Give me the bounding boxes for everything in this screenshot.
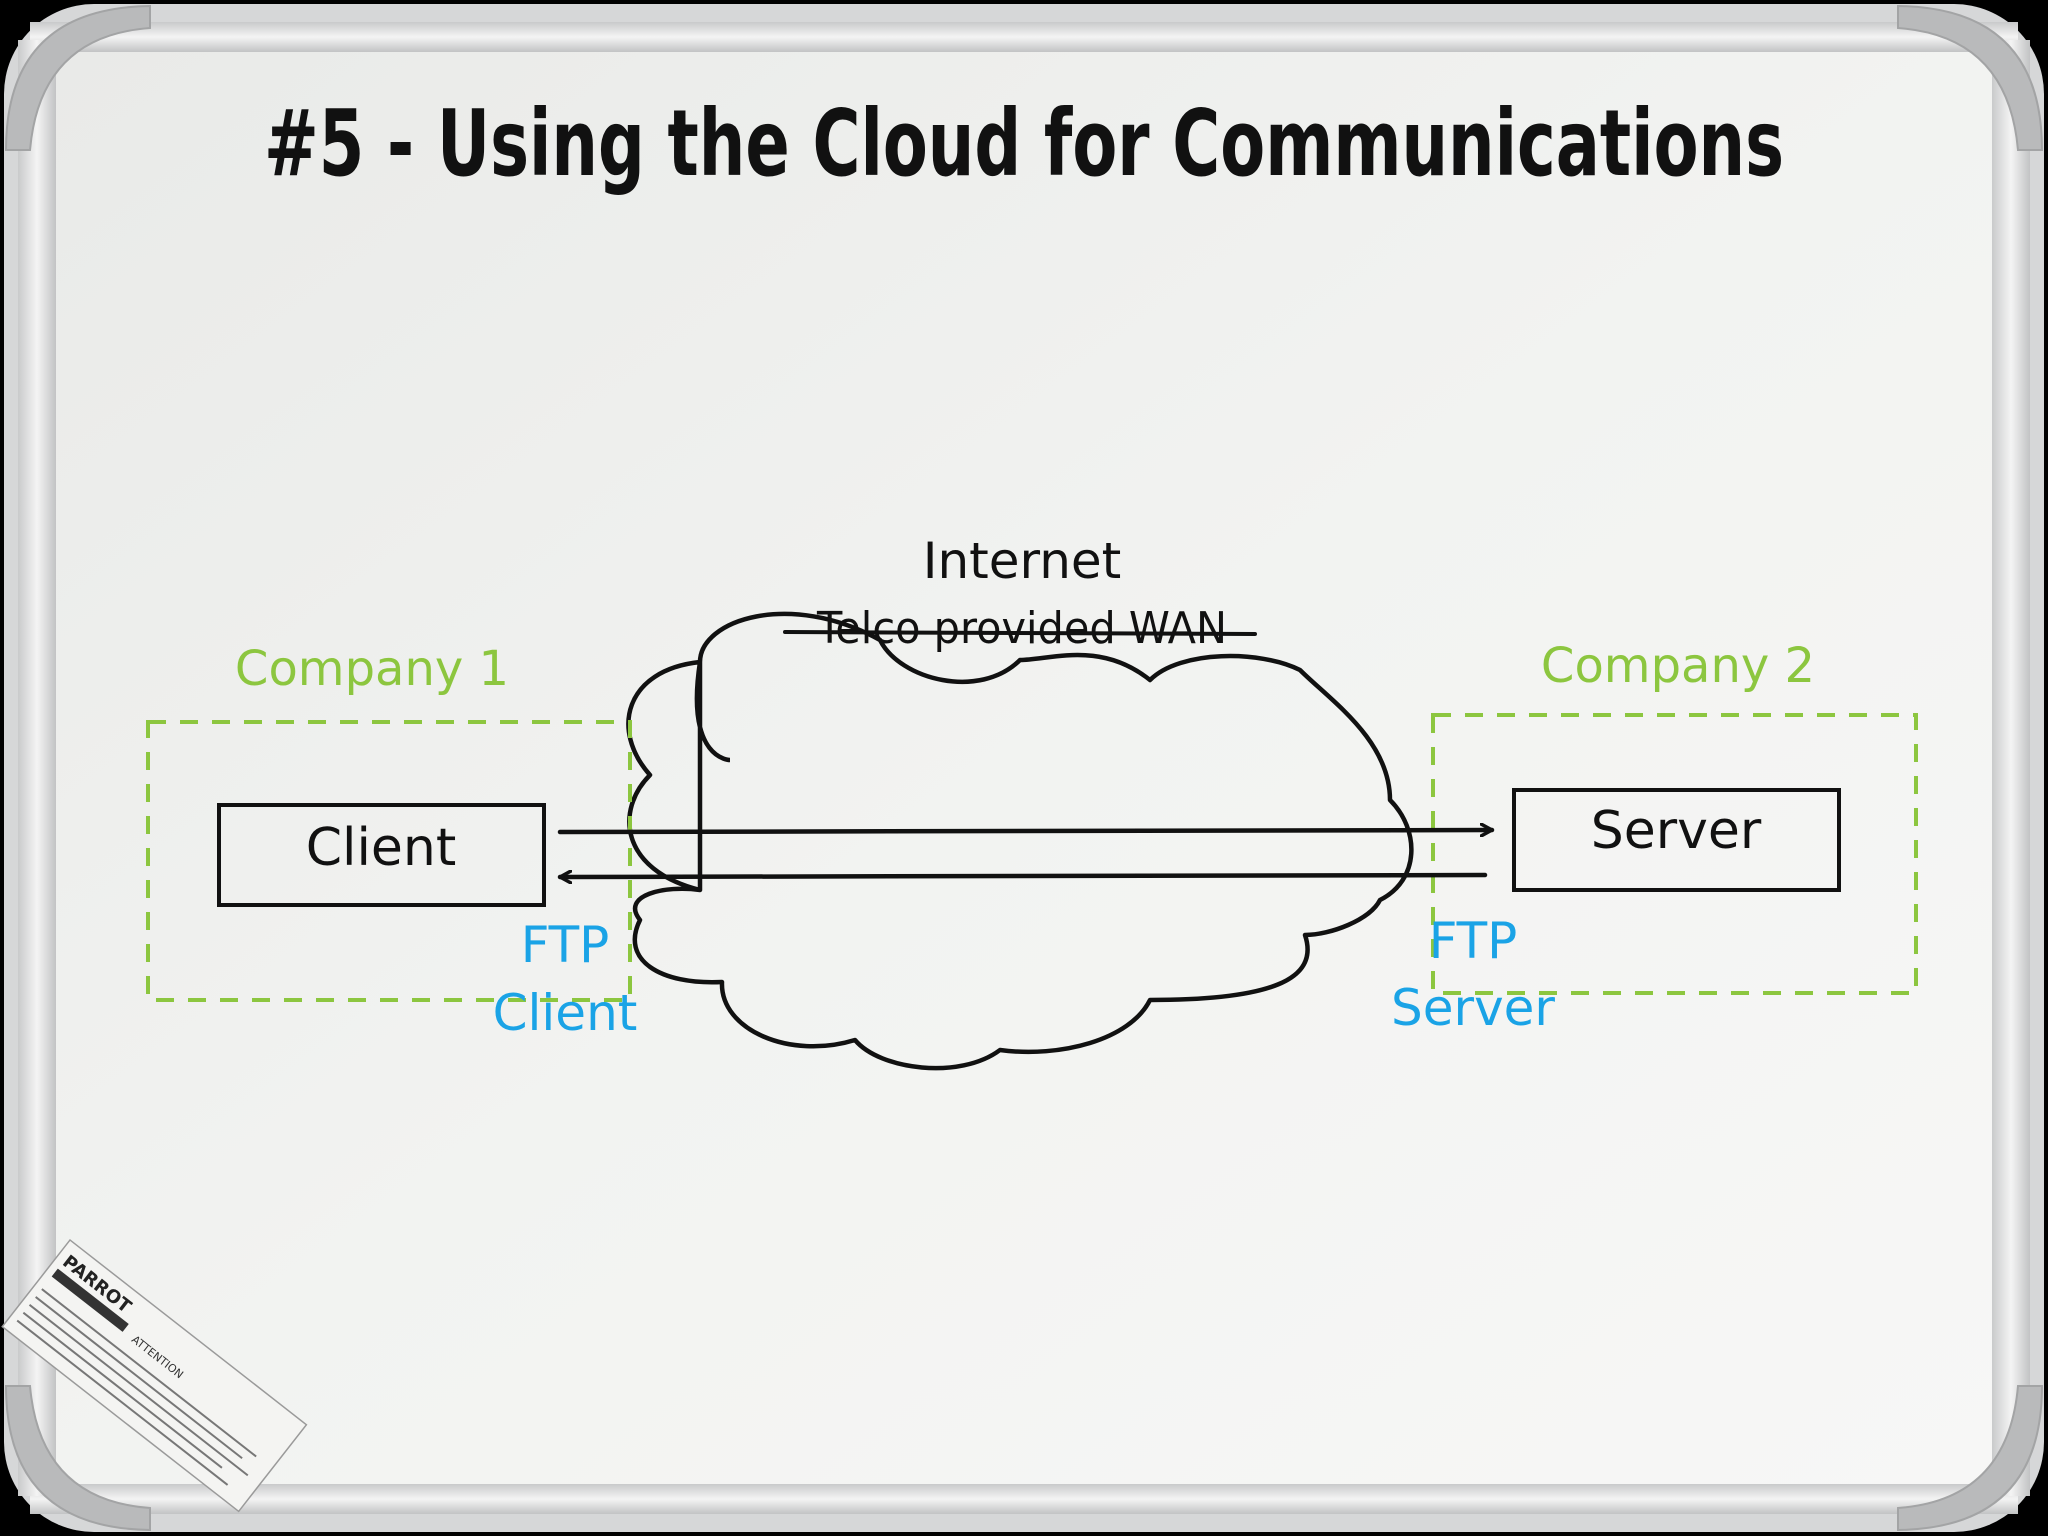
strikethrough-line bbox=[783, 630, 1257, 636]
board-sticker: PARROT ATTENTION bbox=[1, 1238, 308, 1513]
client-box-label: Client bbox=[306, 818, 457, 878]
server-box-label: Server bbox=[1591, 801, 1762, 861]
cloud-label-internet: Internet bbox=[923, 532, 1122, 590]
arrow-server-to-client bbox=[557, 875, 1488, 877]
internet-cloud bbox=[626, 611, 1414, 1071]
company-2-label: Company 2 bbox=[1541, 638, 1815, 694]
ftp-client-label-line2: Client bbox=[493, 984, 638, 1042]
ftp-server-label-line1: FTP bbox=[1429, 912, 1518, 970]
server-box bbox=[1512, 788, 1841, 892]
diagram-title: #5 - Using the Cloud for Communications bbox=[264, 90, 1784, 197]
company-1-boundary bbox=[146, 720, 632, 1002]
cloud-label-struck: Telco provided WAN bbox=[816, 603, 1227, 654]
company-2-boundary bbox=[1431, 713, 1918, 995]
ftp-client-label-line1: FTP bbox=[521, 916, 610, 974]
arrow-client-to-server bbox=[557, 830, 1495, 832]
ftp-server-label-line2: Server bbox=[1391, 979, 1555, 1037]
whiteboard-surface bbox=[56, 52, 1992, 1484]
client-box bbox=[217, 803, 546, 907]
company-1-label: Company 1 bbox=[235, 641, 509, 697]
frame-corner-caps bbox=[4, 4, 2044, 1532]
